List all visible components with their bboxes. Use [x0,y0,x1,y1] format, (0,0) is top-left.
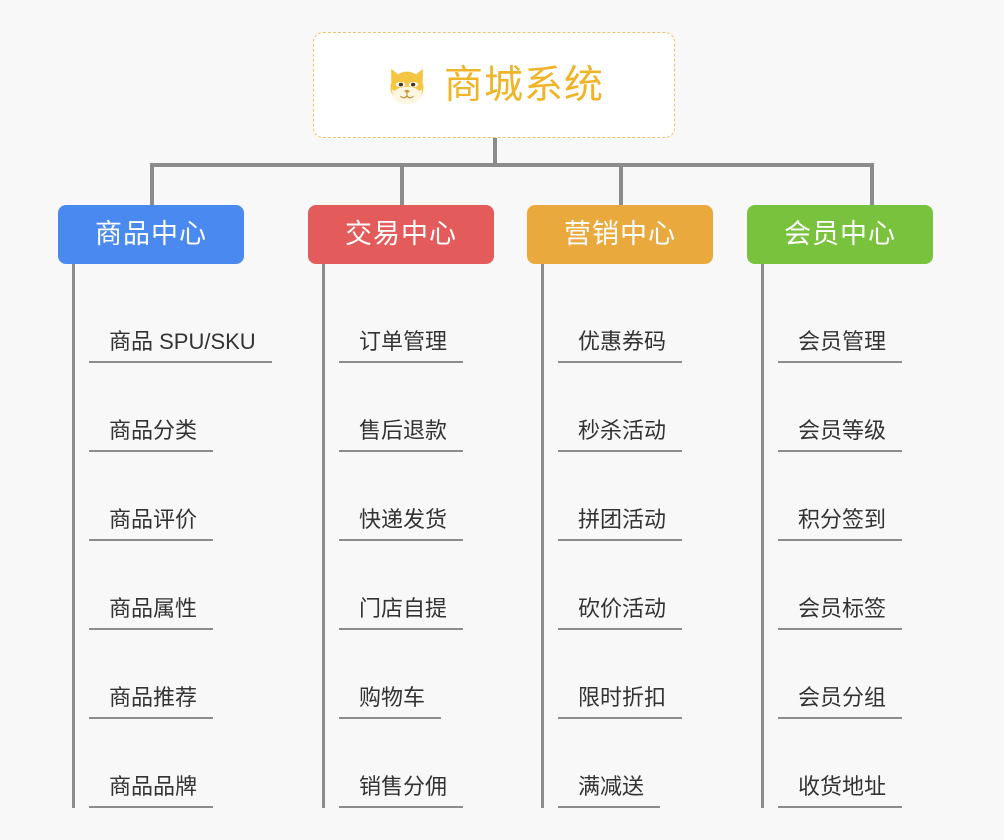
list-item[interactable]: 收货地址 [778,719,933,809]
branch-header-member[interactable]: 会员中心 [747,205,933,265]
leaf-list-trade: 订单管理 售后退款 快递发货 门店自提 购物车 销售分佣 [322,264,494,809]
list-item[interactable]: 购物车 [339,630,494,720]
list-item[interactable]: 会员分组 [778,630,933,720]
list-item[interactable]: 砍价活动 [558,541,713,631]
leaf-label: 商品评价 [89,506,214,542]
list-item[interactable]: 会员管理 [778,274,933,364]
branch-column-trade: 交易中心 订单管理 售后退款 快递发货 门店自提 购物车 销售分佣 [308,205,494,809]
leaf-label: 积分签到 [778,506,903,542]
list-item[interactable]: 满减送 [558,719,713,809]
leaf-label: 商品品牌 [89,773,214,809]
list-item[interactable]: 会员等级 [778,363,933,453]
connector-drop-商品中心 [150,163,154,205]
list-item[interactable]: 商品分类 [89,363,272,453]
leaf-label: 订单管理 [339,328,464,364]
leaf-label: 拼团活动 [558,506,683,542]
leaf-label: 收货地址 [778,773,903,809]
leaf-label: 会员分组 [778,684,903,720]
branch-header-marketing[interactable]: 营销中心 [527,205,713,265]
leaf-label: 限时折扣 [558,684,683,720]
list-item[interactable]: 拼团活动 [558,452,713,542]
connector-drop-营销中心 [619,163,623,205]
branch-header-trade[interactable]: 交易中心 [308,205,494,265]
leaf-label: 商品属性 [89,595,214,631]
connector-drop-会员中心 [870,163,874,205]
leaf-label: 售后退款 [339,417,464,453]
leaf-label: 会员等级 [778,417,903,453]
list-item[interactable]: 门店自提 [339,541,494,631]
leaf-label: 商品 SPU/SKU [89,328,272,364]
leaf-list-product: 商品 SPU/SKU 商品分类 商品评价 商品属性 商品推荐 商品品牌 [72,264,272,809]
leaf-label: 砍价活动 [558,595,683,631]
branch-header-product[interactable]: 商品中心 [58,205,244,265]
leaf-label: 商品推荐 [89,684,214,720]
list-item[interactable]: 商品评价 [89,452,272,542]
shiba-dog-face-icon [390,68,424,105]
branch-column-product: 商品中心 商品 SPU/SKU 商品分类 商品评价 商品属性 商品推荐 商品品牌 [58,205,272,809]
list-item[interactable]: 订单管理 [339,274,494,364]
root-title: 商城系统 [443,63,604,107]
leaf-label: 商品分类 [89,417,214,453]
leaf-label: 购物车 [339,684,442,720]
leaf-label: 优惠券码 [558,328,683,364]
list-item[interactable]: 售后退款 [339,363,494,453]
list-item[interactable]: 销售分佣 [339,719,494,809]
list-item[interactable]: 快递发货 [339,452,494,542]
list-item[interactable]: 限时折扣 [558,630,713,720]
connector-trunk [150,163,874,167]
branch-column-marketing: 营销中心 优惠券码 秒杀活动 拼团活动 砍价活动 限时折扣 满减送 [527,205,713,809]
leaf-label: 门店自提 [339,595,464,631]
branch-column-member: 会员中心 会员管理 会员等级 积分签到 会员标签 会员分组 收货地址 [747,205,933,809]
leaf-label: 销售分佣 [339,773,464,809]
root-node[interactable]: 商城系统 [313,32,675,138]
connector-drop-交易中心 [400,163,404,205]
list-item[interactable]: 积分签到 [778,452,933,542]
list-item[interactable]: 商品品牌 [89,719,272,809]
connector-root-stem [493,138,497,165]
list-item[interactable]: 秒杀活动 [558,363,713,453]
leaf-label: 会员标签 [778,595,903,631]
leaf-label: 秒杀活动 [558,417,683,453]
leaf-label: 会员管理 [778,328,903,364]
list-item[interactable]: 会员标签 [778,541,933,631]
list-item[interactable]: 商品属性 [89,541,272,631]
list-item[interactable]: 优惠券码 [558,274,713,364]
list-item[interactable]: 商品推荐 [89,630,272,720]
leaf-list-marketing: 优惠券码 秒杀活动 拼团活动 砍价活动 限时折扣 满减送 [541,264,713,809]
leaf-label: 快递发货 [339,506,464,542]
leaf-list-member: 会员管理 会员等级 积分签到 会员标签 会员分组 收货地址 [761,264,933,809]
list-item[interactable]: 商品 SPU/SKU [89,274,272,364]
leaf-label: 满减送 [558,773,661,809]
